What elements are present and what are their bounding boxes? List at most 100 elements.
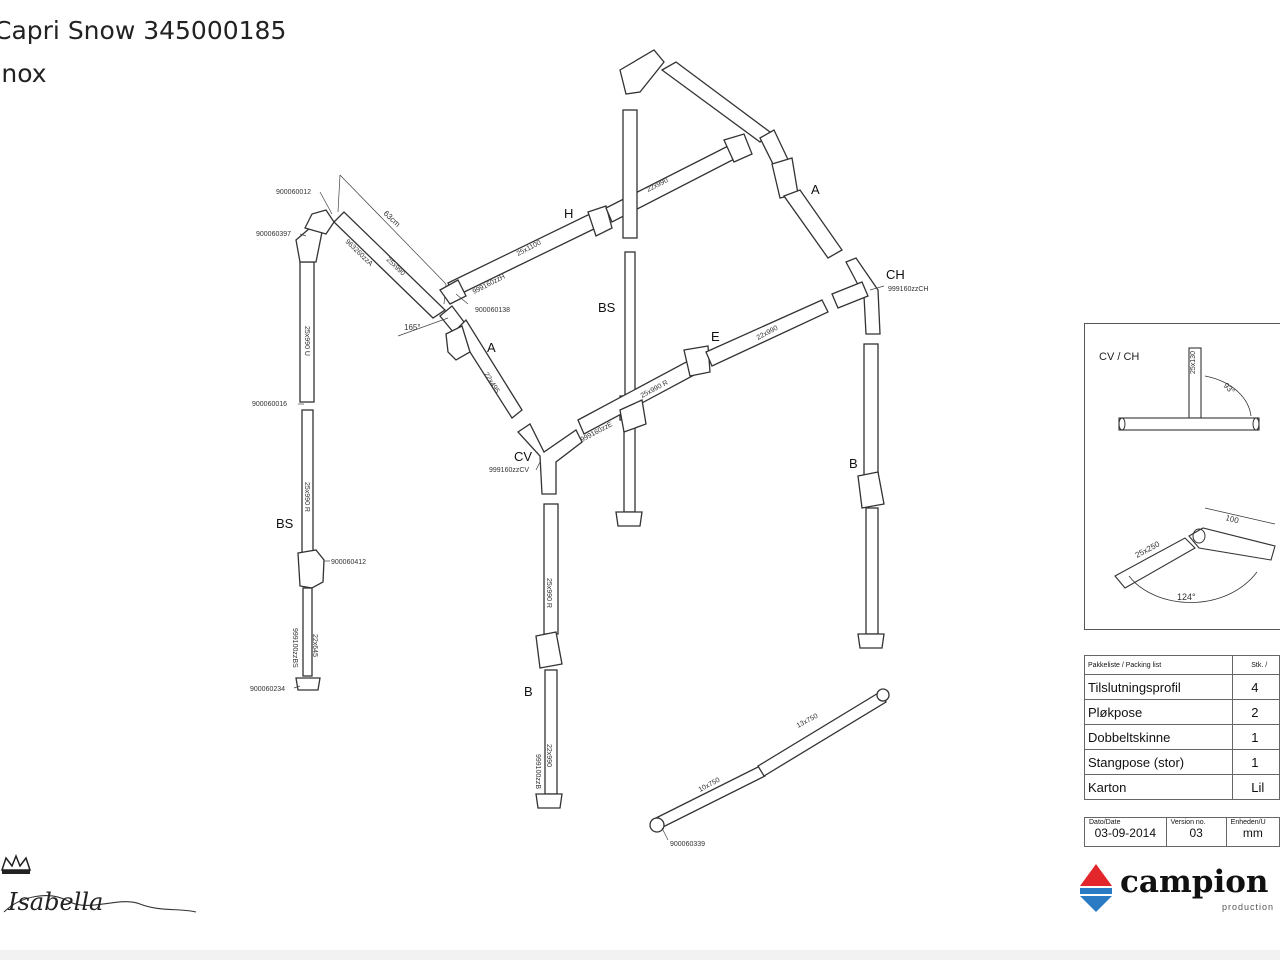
left-arm-lower [455, 318, 523, 419]
packing-list-table: Pakkeliste / Packing list Stk. / Tilslut… [1083, 655, 1280, 800]
campion-tagline: production [1222, 902, 1275, 912]
packing-row: Karton Lil [1083, 774, 1280, 800]
right-arm-lower [782, 189, 843, 259]
left-pole-foot [295, 677, 321, 691]
mark-13x750: 13x750 [796, 713, 820, 730]
version-cell: Version no. 03 [1165, 817, 1227, 847]
left-pole-head [295, 227, 323, 263]
cv-corner-and-front-pole [517, 423, 583, 809]
part-900060339: 900060339 [670, 841, 705, 848]
eave-left-clamp [619, 399, 647, 433]
cv-corner-piece [517, 423, 583, 495]
dim-63cm: 63cm [382, 209, 403, 229]
label-cv: CV [514, 449, 532, 464]
label-bs-center: BS [598, 300, 616, 315]
label-a-right: A [811, 182, 820, 197]
detail-angle-124: 124° [1177, 592, 1196, 602]
ridge-right-clamp [723, 133, 753, 163]
label-b-center: B [524, 684, 533, 699]
part-900060412: 900060412 [331, 559, 366, 566]
detail-angle-93: 93° [1222, 381, 1237, 396]
detail-box-cv-ch: CV / CH 25x130 93° 100 25x250 124° [1084, 323, 1280, 630]
ridge-center-clamp [587, 205, 613, 237]
left-pole-lower [302, 587, 313, 677]
right-arm-upper [660, 61, 771, 143]
mark-22x645: 22x645 [311, 634, 318, 657]
packing-list-header-left: Pakkeliste / Packing list [1083, 655, 1234, 675]
label-e: E [711, 329, 720, 344]
isabella-wordmark: Isabella [7, 888, 103, 916]
packing-row: Tilslutningsprofil 4 [1083, 674, 1280, 700]
dim-63-line [339, 174, 447, 285]
part-999160zzch: 999160zzCH [888, 286, 928, 293]
left-pole [295, 209, 335, 691]
ch-stub [831, 281, 869, 309]
detail-dim-25x130: 25x130 [1190, 351, 1197, 374]
campion-blue-triangle-icon [1080, 896, 1112, 912]
center-pole-mid [624, 251, 636, 399]
rod-upper-section [757, 691, 887, 777]
eave-center-clamp [683, 345, 711, 377]
part-999160zzcv: 999160zzCV [489, 467, 529, 474]
mark-25x990r-left: 25x990 R [303, 482, 310, 512]
left-arm-upper [333, 211, 447, 319]
unit-cell: Enheden/U mm [1225, 817, 1280, 847]
campion-logo [1080, 864, 1112, 912]
center-pole-foot [615, 511, 643, 527]
angle-165: 165° [404, 323, 421, 332]
campion-red-triangle-icon [1080, 864, 1112, 886]
packing-list-header-right: Stk. / [1232, 655, 1280, 675]
packing-row: Dobbeltskinne 1 [1083, 724, 1280, 750]
version-value: 03 [1189, 826, 1203, 840]
front-pole-clamp [535, 631, 563, 669]
left-roof-arm [333, 174, 523, 419]
ch-corner-and-right-pole [831, 257, 885, 649]
right-pole-foot [857, 633, 885, 649]
eave-right-tube [705, 299, 829, 367]
left-arm-clamp [445, 325, 471, 361]
document-info-table: Dato/Date 03-09-2014 Version no. 03 Enhe… [1084, 817, 1280, 847]
date-cell: Dato/Date 03-09-2014 [1084, 817, 1167, 847]
unit-value: mm [1242, 826, 1263, 840]
label-h: H [564, 206, 573, 221]
part-900060016: 900060016 [252, 401, 287, 408]
detail-elbow-right [1188, 527, 1276, 561]
detail-elbow-left [1114, 537, 1196, 589]
campion-wordmark: campion [1120, 864, 1269, 900]
right-roof-arm [660, 61, 843, 259]
front-pole-foot [535, 793, 563, 809]
center-pole-upper [622, 109, 638, 239]
part-900060012: 900060012 [276, 189, 311, 196]
drawing-title: Capri Snow 345000185 [0, 16, 287, 45]
right-pole-lower [865, 507, 879, 635]
leader-lines [293, 191, 885, 841]
crown-icon [0, 853, 32, 871]
right-pole-upper [863, 343, 879, 477]
detail-t-horizontal [1118, 417, 1260, 431]
detail-title: CV / CH [1099, 351, 1139, 363]
left-pole-clamp [297, 549, 325, 589]
label-bs-left: BS [276, 516, 294, 531]
rod-end-cap-bottom [649, 817, 665, 833]
part-900060234: 900060234 [250, 686, 285, 693]
ridge-left-clamp [439, 279, 467, 305]
loose-rod [649, 688, 890, 833]
center-pole-lower [623, 419, 636, 513]
packing-row: Stangpose (stor) 1 [1083, 749, 1280, 775]
packing-list-header: Pakkeliste / Packing list Stk. / [1083, 655, 1280, 675]
right-pole-clamp [857, 471, 885, 509]
bottom-strip [0, 950, 1280, 960]
date-value: 03-09-2014 [1094, 826, 1156, 840]
detail-dim-100: 100 [1224, 513, 1240, 525]
packing-row: Pløkpose 2 [1083, 699, 1280, 725]
ridge-pole-h [439, 133, 753, 305]
rod-lower-section [651, 765, 766, 831]
label-b-right: B [849, 456, 858, 471]
front-eave-pole-e [577, 299, 829, 435]
mark-999100zzb: 999100zzB [534, 754, 541, 789]
center-back-pole [615, 49, 665, 527]
part-900060138: 900060138 [475, 307, 510, 314]
center-pole-head [619, 49, 665, 95]
isabella-logo: Isabella [0, 853, 197, 916]
